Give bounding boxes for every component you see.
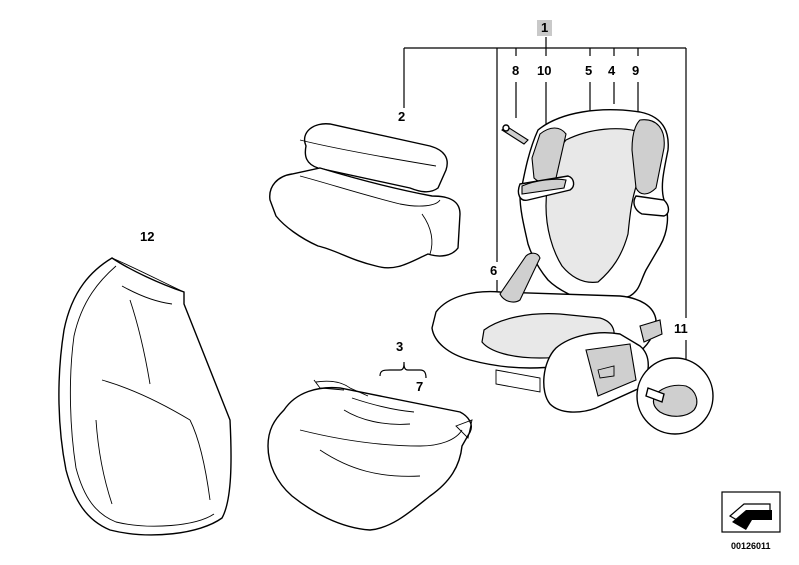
callout-part-9: 9 (632, 63, 640, 78)
part-3-seat-cushion (267, 379, 473, 531)
callout-part-7: 7 (416, 379, 424, 394)
callout-part-3: 3 (396, 339, 404, 354)
assembled-booster-seat (431, 109, 670, 413)
callout-part-2: 2 (398, 109, 406, 124)
callout-part-5: 5 (585, 63, 593, 78)
callout-part-12: 12 (140, 229, 155, 244)
part-2-armrest-block (269, 123, 461, 269)
callout-part-6: 6 (490, 263, 498, 278)
callout-part-1: 1 (537, 20, 553, 36)
part-3-bracket (379, 361, 427, 379)
part-12-backrest-cover (58, 257, 232, 536)
part-11-detail-view (636, 357, 714, 435)
callout-part-11: 11 (674, 321, 688, 336)
callout-part-4: 4 (608, 63, 616, 78)
diagram-number: 00126011 (731, 541, 771, 551)
callout-part-8: 8 (512, 63, 520, 78)
stepped-arrow-icon (721, 491, 781, 533)
callout-part-10: 10 (537, 63, 552, 78)
